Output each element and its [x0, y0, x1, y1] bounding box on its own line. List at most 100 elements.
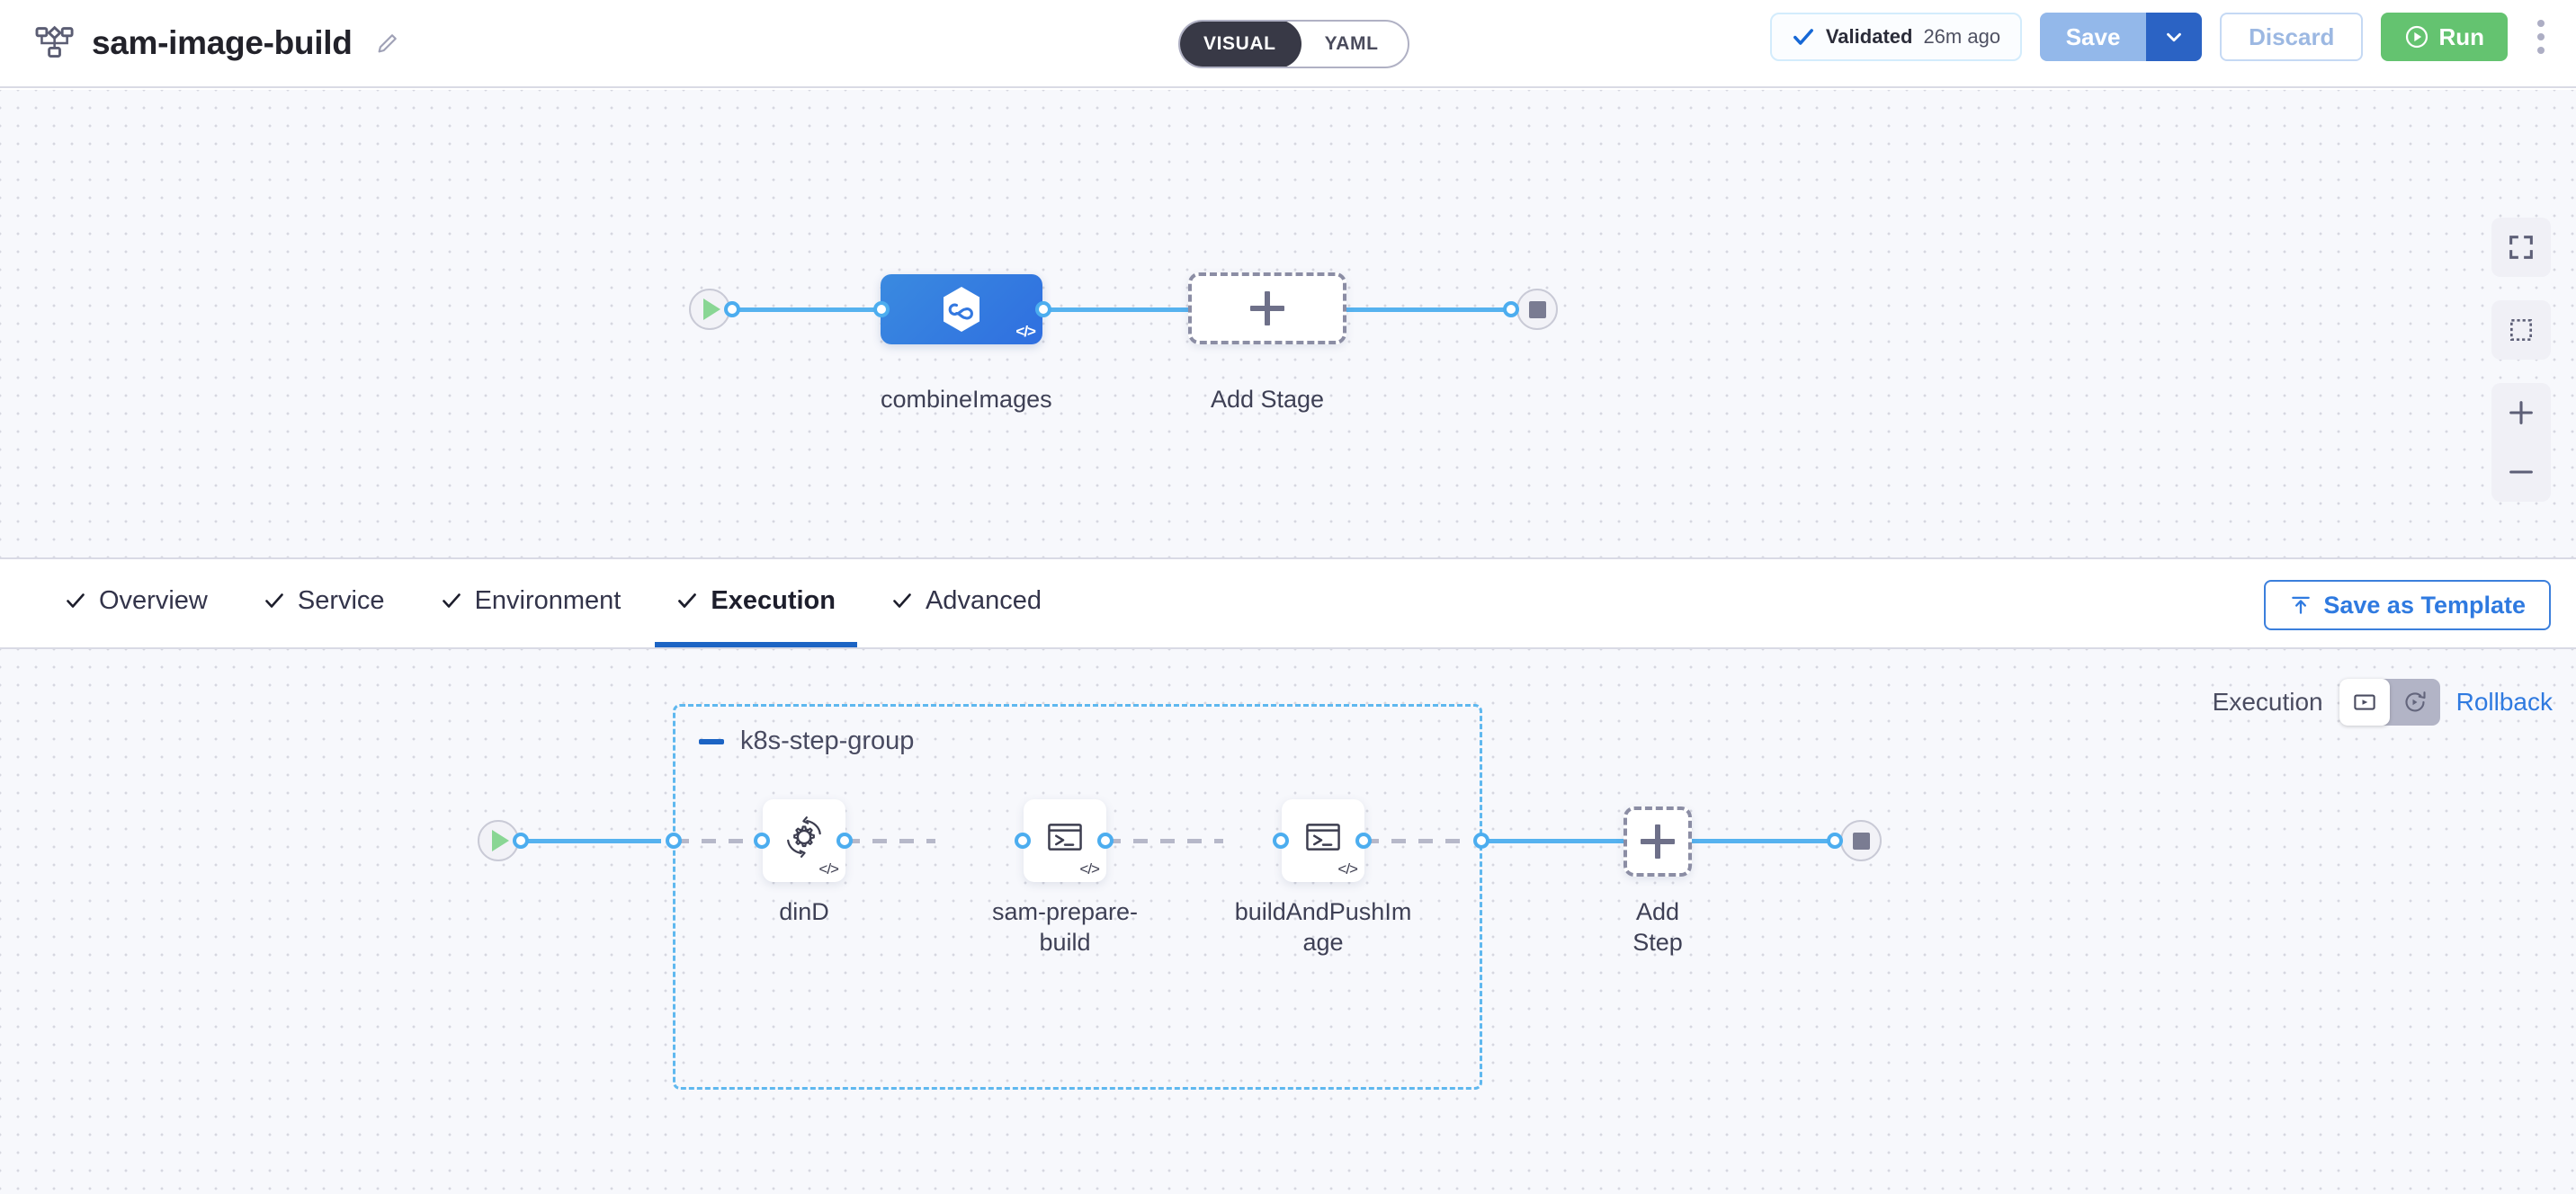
check-icon — [678, 593, 697, 608]
validated-time: 26m ago — [1923, 25, 2001, 48]
group-exit-port[interactable] — [1473, 833, 1489, 849]
link-addstep-to-end — [1692, 839, 1836, 843]
stop-icon — [1852, 832, 1870, 850]
kebab-menu-icon[interactable] — [2526, 13, 2556, 61]
save-button[interactable]: Save — [2040, 13, 2147, 61]
add-step-label: Add Step — [1632, 898, 1683, 956]
step-start-node[interactable] — [478, 820, 519, 861]
save-dropdown-button[interactable] — [2146, 13, 2203, 61]
tab-label: Environment — [474, 585, 622, 615]
stage-input-port[interactable] — [873, 301, 890, 317]
stage-end-port[interactable] — [1503, 301, 1519, 317]
check-icon — [67, 593, 85, 608]
prepare-code-badge: </> — [1079, 860, 1100, 878]
add-stage-button[interactable] — [1188, 272, 1346, 344]
canvas-controls — [2491, 218, 2551, 502]
start-icon — [492, 830, 509, 851]
prepare-input-port[interactable] — [1015, 833, 1031, 849]
rollback-view-icon — [2405, 691, 2426, 712]
prepare-output-port[interactable] — [1097, 833, 1114, 849]
tab-visual[interactable]: VISUAL — [1179, 22, 1301, 67]
tab-advanced[interactable]: Advanced — [870, 559, 1063, 647]
check-icon — [1793, 29, 1813, 45]
tab-yaml[interactable]: YAML — [1324, 33, 1379, 54]
link-build-to-group-exit — [1364, 839, 1472, 843]
stage-start-node[interactable] — [689, 289, 730, 330]
upload-template-icon — [2292, 596, 2311, 614]
gear-refresh-icon — [787, 816, 821, 858]
view-toggle — [2339, 679, 2440, 726]
header-left: sam-image-build — [0, 24, 401, 62]
build-output-port[interactable] — [1355, 833, 1372, 849]
step-end-port[interactable] — [1827, 833, 1843, 849]
check-icon — [265, 593, 283, 608]
check-icon — [442, 593, 461, 608]
stage-start-port[interactable] — [724, 301, 740, 317]
terminal-icon — [1306, 824, 1340, 851]
step-group-title: k8s-step-group — [740, 726, 915, 755]
link-group-to-addstep — [1482, 839, 1626, 843]
step-label-sam-prepare-build: sam-prepare- build — [991, 898, 1139, 956]
hexagon-infinity-icon — [944, 287, 979, 332]
check-icon — [893, 593, 911, 608]
fit-to-screen-button[interactable] — [2491, 218, 2551, 277]
collapse-minus-icon[interactable] — [699, 738, 724, 744]
run-label: Run — [2438, 22, 2484, 50]
step-label-dind: dinD — [779, 898, 829, 925]
step-group-k8s[interactable]: k8s-step-group — [673, 704, 1482, 1090]
group-entry-port[interactable] — [666, 833, 682, 849]
stage-config-tabbar: Overview Service Environment Execution A… — [0, 557, 2576, 649]
execution-steps-canvas[interactable]: k8s-step-group </> — [0, 649, 2576, 1194]
chevron-down-icon — [2167, 32, 2181, 42]
stage-canvas[interactable]: </> combineImages Add Stage — [0, 90, 2576, 557]
discard-button[interactable]: Discard — [2220, 13, 2364, 61]
tab-environment[interactable]: Environment — [419, 559, 643, 647]
rollback-label[interactable]: Rollback — [2455, 688, 2553, 716]
execution-rollback-switch: Execution Rollback — [2213, 679, 2553, 726]
save-split-button: Save — [2040, 13, 2203, 61]
execution-view-icon — [2353, 694, 2375, 710]
stage-output-port[interactable] — [1035, 301, 1051, 317]
stage-code-badge: </> — [1015, 323, 1036, 340]
run-button[interactable]: Run — [2381, 13, 2508, 61]
pipeline-nodes-icon — [35, 25, 74, 58]
add-step-button[interactable] — [1623, 806, 1692, 877]
mode-toggle: VISUAL YAML — [1178, 20, 1409, 68]
plus-icon — [1641, 824, 1675, 859]
step-node-buildandpushimage[interactable]: </> — [1282, 799, 1364, 882]
tab-label: Overview — [99, 585, 208, 615]
zoom-in-button[interactable] — [2491, 383, 2551, 442]
build-code-badge: </> — [1337, 860, 1358, 878]
save-as-template-button[interactable]: Save as Template — [2264, 580, 2551, 630]
select-area-icon — [2510, 319, 2532, 341]
header-actions: Validated 26m ago Save Discard Run — [1769, 13, 2556, 61]
step-node-dind[interactable]: </> — [763, 799, 845, 882]
add-stage-label: Add Stage — [1210, 386, 1325, 413]
tab-service[interactable]: Service — [242, 559, 407, 647]
select-area-button[interactable] — [2491, 300, 2551, 360]
pencil-icon[interactable] — [374, 30, 401, 57]
step-start-port[interactable] — [513, 833, 529, 849]
play-circle-icon — [2406, 25, 2428, 49]
dind-input-port[interactable] — [754, 833, 770, 849]
link-stage-to-add — [1043, 307, 1191, 312]
link-dind-to-prepare — [845, 839, 935, 843]
stage-end-node[interactable] — [1516, 289, 1558, 330]
fit-to-screen-icon — [2509, 236, 2533, 259]
page-title: sam-image-build — [92, 24, 353, 61]
stage-label: combineImages — [881, 386, 1052, 413]
stage-node-combineimages[interactable]: </> — [881, 274, 1042, 344]
dind-output-port[interactable] — [836, 833, 853, 849]
toggle-rollback-view[interactable] — [2390, 679, 2440, 726]
link-prepare-to-build — [1106, 839, 1223, 843]
start-icon — [703, 298, 720, 320]
step-group-header: k8s-step-group — [699, 726, 914, 756]
toggle-execution-view[interactable] — [2339, 679, 2390, 726]
step-node-sam-prepare-build[interactable]: </> — [1024, 799, 1106, 882]
tab-overview[interactable]: Overview — [43, 559, 229, 647]
step-end-node[interactable] — [1840, 820, 1882, 861]
save-as-template-label: Save as Template — [2323, 591, 2526, 619]
build-input-port[interactable] — [1273, 833, 1289, 849]
zoom-out-button[interactable] — [2491, 442, 2551, 502]
tab-execution[interactable]: Execution — [655, 559, 857, 647]
